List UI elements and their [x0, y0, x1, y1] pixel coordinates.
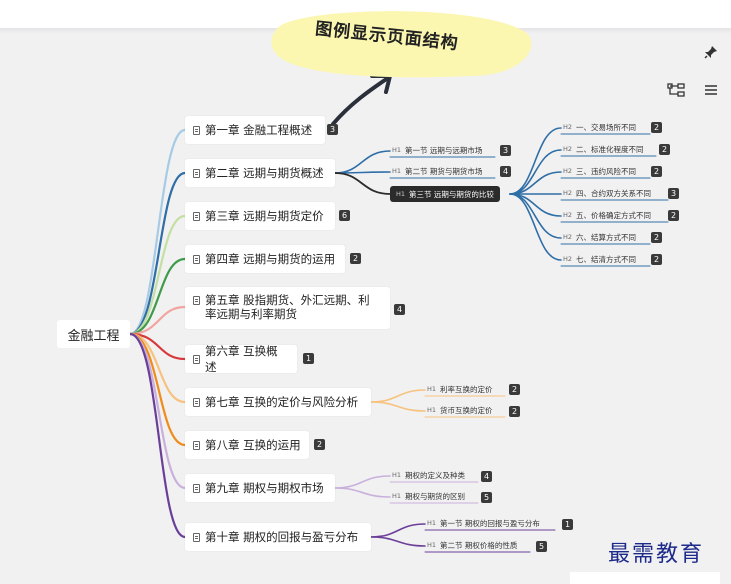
branch-ch2-s1 — [334, 150, 391, 174]
count-badge: 1 — [562, 519, 573, 530]
count-badge: 4 — [500, 166, 511, 177]
section-node[interactable]: H1 第一节 期权的回报与盈亏分布 — [427, 518, 540, 528]
subsection-node[interactable]: H2 七、结清方式不同 — [563, 254, 637, 264]
mindmap-root-node[interactable]: 金融工程 — [57, 320, 130, 348]
branch-ch3 — [128, 214, 187, 336]
callout-arrow — [331, 74, 393, 126]
hamburger-menu-icon[interactable] — [703, 82, 719, 98]
document-icon — [193, 168, 200, 178]
callout-bubble — [271, 11, 532, 78]
document-icon — [193, 532, 200, 542]
count-badge: 2 — [659, 144, 670, 155]
document-icon — [193, 397, 200, 407]
chapter-node-2[interactable]: 第二章 远期与期货概述 — [185, 159, 335, 187]
section-node[interactable]: H1 第二节 期货与期货市场 — [392, 166, 483, 176]
document-icon — [193, 483, 200, 493]
count-badge: 3 — [500, 145, 511, 156]
subsection-node[interactable]: H2 三、违约风险不同 — [563, 166, 637, 176]
section-node-active[interactable]: H1 第三节 远期与期货的比较 — [390, 186, 500, 202]
count-badge: 3 — [327, 124, 338, 135]
count-badge: 6 — [339, 210, 350, 221]
count-badge: 2 — [314, 439, 325, 450]
count-badge: 2 — [651, 122, 662, 133]
count-badge: 2 — [651, 254, 662, 265]
branch-ch6 — [128, 332, 187, 361]
chapter-node-6[interactable]: 第六章 互换概述 — [185, 344, 297, 374]
chapter-node-4[interactable]: 第四章 远期与期货的运用 — [185, 245, 345, 273]
section-node[interactable]: H1 第一节 远期与远期市场 — [392, 145, 483, 155]
count-badge: 2 — [350, 253, 361, 264]
section-node[interactable]: H1 第二节 期权价格的性质 — [427, 540, 518, 550]
count-badge: 5 — [536, 541, 547, 552]
branch-ch10 — [128, 332, 187, 539]
chapter-node-3[interactable]: 第三章 远期与期货定价 — [185, 202, 335, 230]
branch-ch4 — [128, 257, 187, 336]
count-badge: 2 — [509, 406, 520, 417]
chapter-node-1[interactable]: 第一章 金融工程概述 — [185, 116, 325, 144]
subsection-node[interactable]: H2 一、交易场所不同 — [563, 122, 637, 132]
document-icon — [193, 296, 200, 305]
chapter-node-5[interactable]: 第五章 股指期货、外汇远期、利率远期与利率期货 — [185, 287, 390, 329]
subsection-node[interactable]: H2 六、结算方式不同 — [563, 232, 637, 242]
section-node[interactable]: H1 利率互换的定价 — [427, 384, 493, 394]
count-badge: 4 — [394, 304, 405, 315]
count-badge: 1 — [303, 353, 314, 364]
branch-ch1 — [128, 128, 187, 336]
section-node[interactable]: H1 期权与期货的区别 — [392, 491, 466, 501]
document-icon — [193, 125, 200, 135]
bottom-panel-edge — [570, 572, 720, 584]
count-badge: 2 — [509, 384, 520, 395]
count-badge: 2 — [651, 232, 662, 243]
branch-ch5 — [128, 305, 187, 336]
document-icon — [193, 440, 200, 450]
document-icon — [193, 211, 200, 221]
branch-ch2-s3 — [334, 172, 391, 195]
pin-icon[interactable] — [703, 44, 719, 60]
chapter-node-10[interactable]: 第十章 期权的回报与盈亏分布 — [185, 523, 371, 551]
tree-structure-icon[interactable] — [667, 82, 685, 98]
subsection-node[interactable]: H2 四、合约双方关系不同 — [563, 188, 652, 198]
subsection-node[interactable]: H2 二、标准化程度不同 — [563, 144, 644, 154]
document-icon — [193, 354, 200, 364]
count-badge: 4 — [481, 471, 492, 482]
document-icon — [193, 254, 200, 264]
count-badge: 5 — [481, 492, 492, 503]
section-node[interactable]: H1 货币互换的定价 — [427, 405, 493, 415]
watermark-logo: 最需教育 — [608, 542, 705, 567]
section-node[interactable]: H1 期权的定义及种类 — [392, 470, 466, 480]
branch-ch2 — [128, 171, 187, 336]
count-badge: 2 — [668, 210, 679, 221]
chapter-node-9[interactable]: 第九章 期权与期权市场 — [185, 474, 335, 502]
chapter-node-7[interactable]: 第七章 互换的定价与风险分析 — [185, 388, 371, 416]
subsection-node[interactable]: H2 五、价格确定方式不同 — [563, 210, 652, 220]
count-badge: 2 — [651, 166, 662, 177]
chapter-node-8[interactable]: 第八章 互换的运用 — [185, 431, 309, 459]
count-badge: 3 — [668, 188, 679, 199]
